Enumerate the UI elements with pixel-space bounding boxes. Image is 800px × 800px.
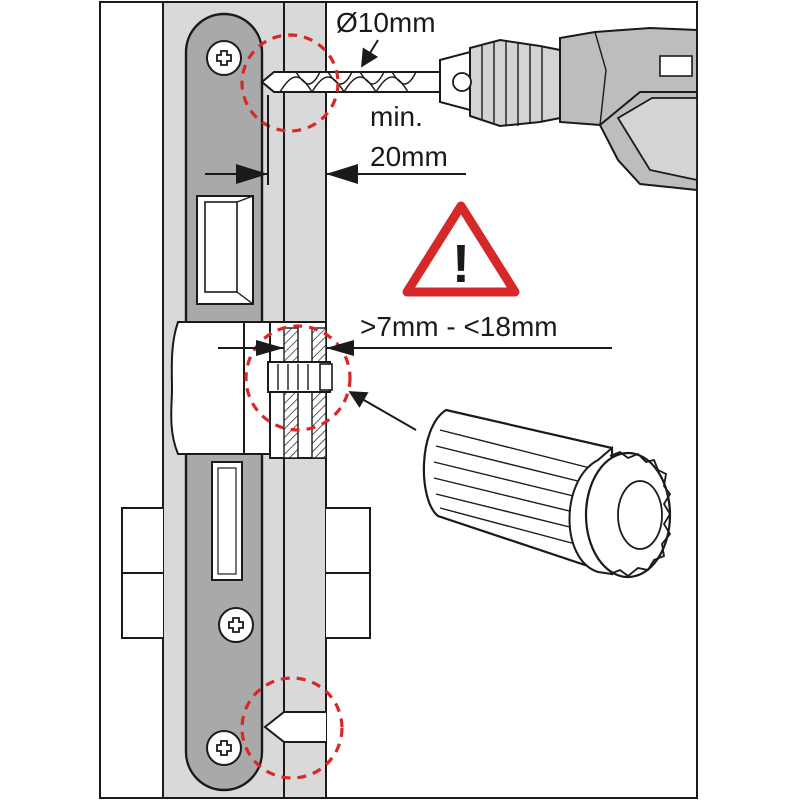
latch-opening [196,195,254,305]
diameter-arrow [361,39,379,68]
screw-icon [218,607,254,643]
warning-triangle-icon: ! [402,201,520,297]
depth-dimension [205,95,466,185]
screw-icon [206,730,242,766]
bolt-opening [211,461,243,581]
drill-diameter-label: Ø10mm [336,7,436,38]
thickness-range-label: >7mm - <18mm [360,311,558,342]
min-depth-label: 20mm [370,141,448,172]
strike-notch [263,711,326,743]
insert-arrow [348,391,417,431]
lock-cylinder-body [170,321,271,455]
drill-icon [439,26,698,192]
drill-point-highlight [240,33,340,133]
min-prefix-label: min. [370,101,423,132]
thickness-dimension [218,340,612,356]
strike-highlight [240,676,344,780]
warning-exclamation: ! [452,234,470,294]
drill-bit [260,71,441,94]
plug-dowel-icon [422,408,672,579]
screw-icon [206,40,242,76]
plug-highlight [244,324,352,432]
plug-installed [267,361,333,393]
handle-blocks [121,507,371,639]
